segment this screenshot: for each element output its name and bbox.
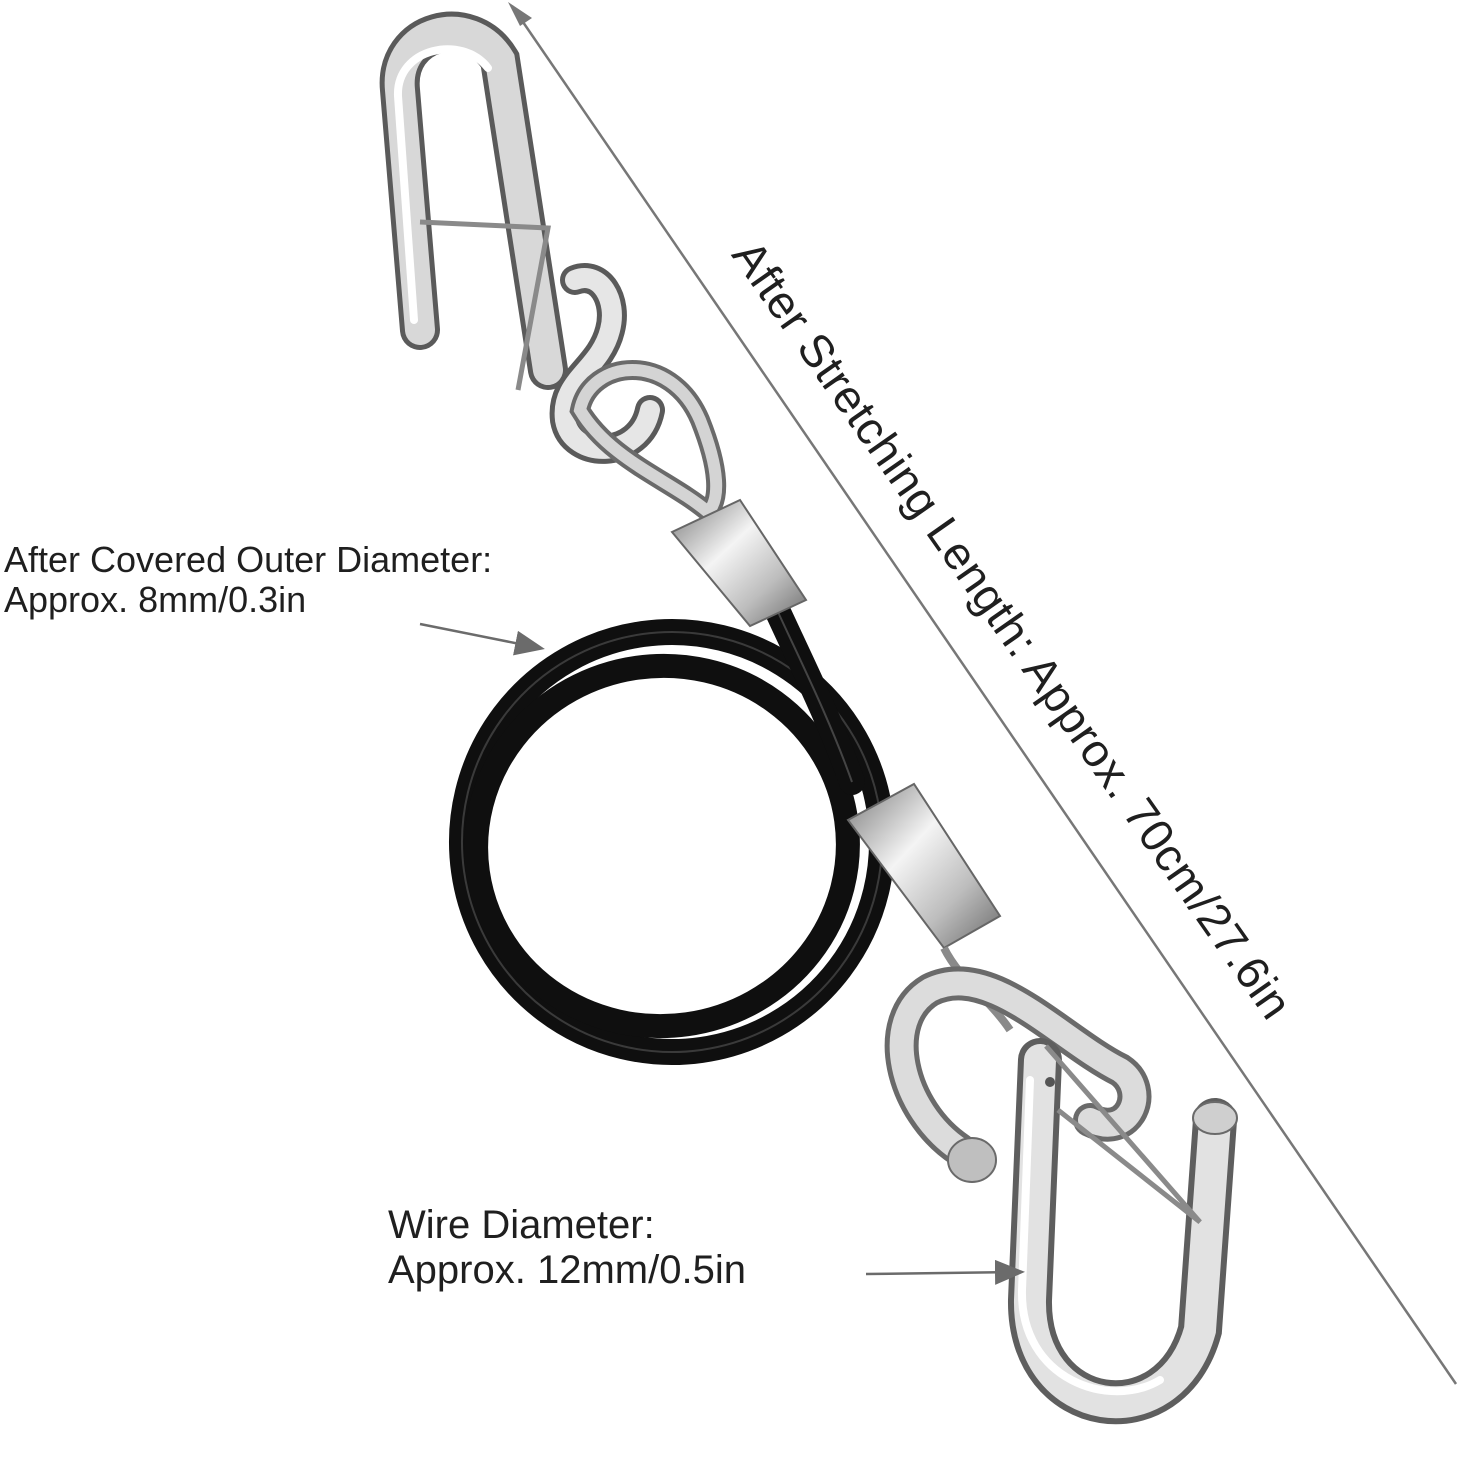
wire-diameter-title: Wire Diameter: bbox=[388, 1203, 655, 1247]
coiled-cable-icon bbox=[449, 599, 895, 1065]
outer-diameter-title: After Covered Outer Diameter: bbox=[4, 539, 493, 580]
top-crimp-sleeve bbox=[670, 498, 808, 628]
wire-diameter-value: Approx. 12mm/0.5in bbox=[388, 1247, 746, 1292]
outer-diameter-arrow bbox=[419, 622, 545, 656]
bottom-s-hook-icon bbox=[884, 966, 1238, 1425]
wire-diameter-arrow bbox=[865, 1259, 1025, 1285]
outer-diameter-value: Approx. 8mm/0.3in bbox=[4, 579, 307, 621]
wire-diameter-label: Wire Diameter: Approx. 12mm/0.5in bbox=[388, 1203, 746, 1293]
top-s-hook-icon bbox=[379, 11, 727, 526]
length-dimension-line bbox=[508, 2, 1458, 1385]
outer-diameter-label: After Covered Outer Diameter: Approx. 8m… bbox=[4, 539, 493, 621]
